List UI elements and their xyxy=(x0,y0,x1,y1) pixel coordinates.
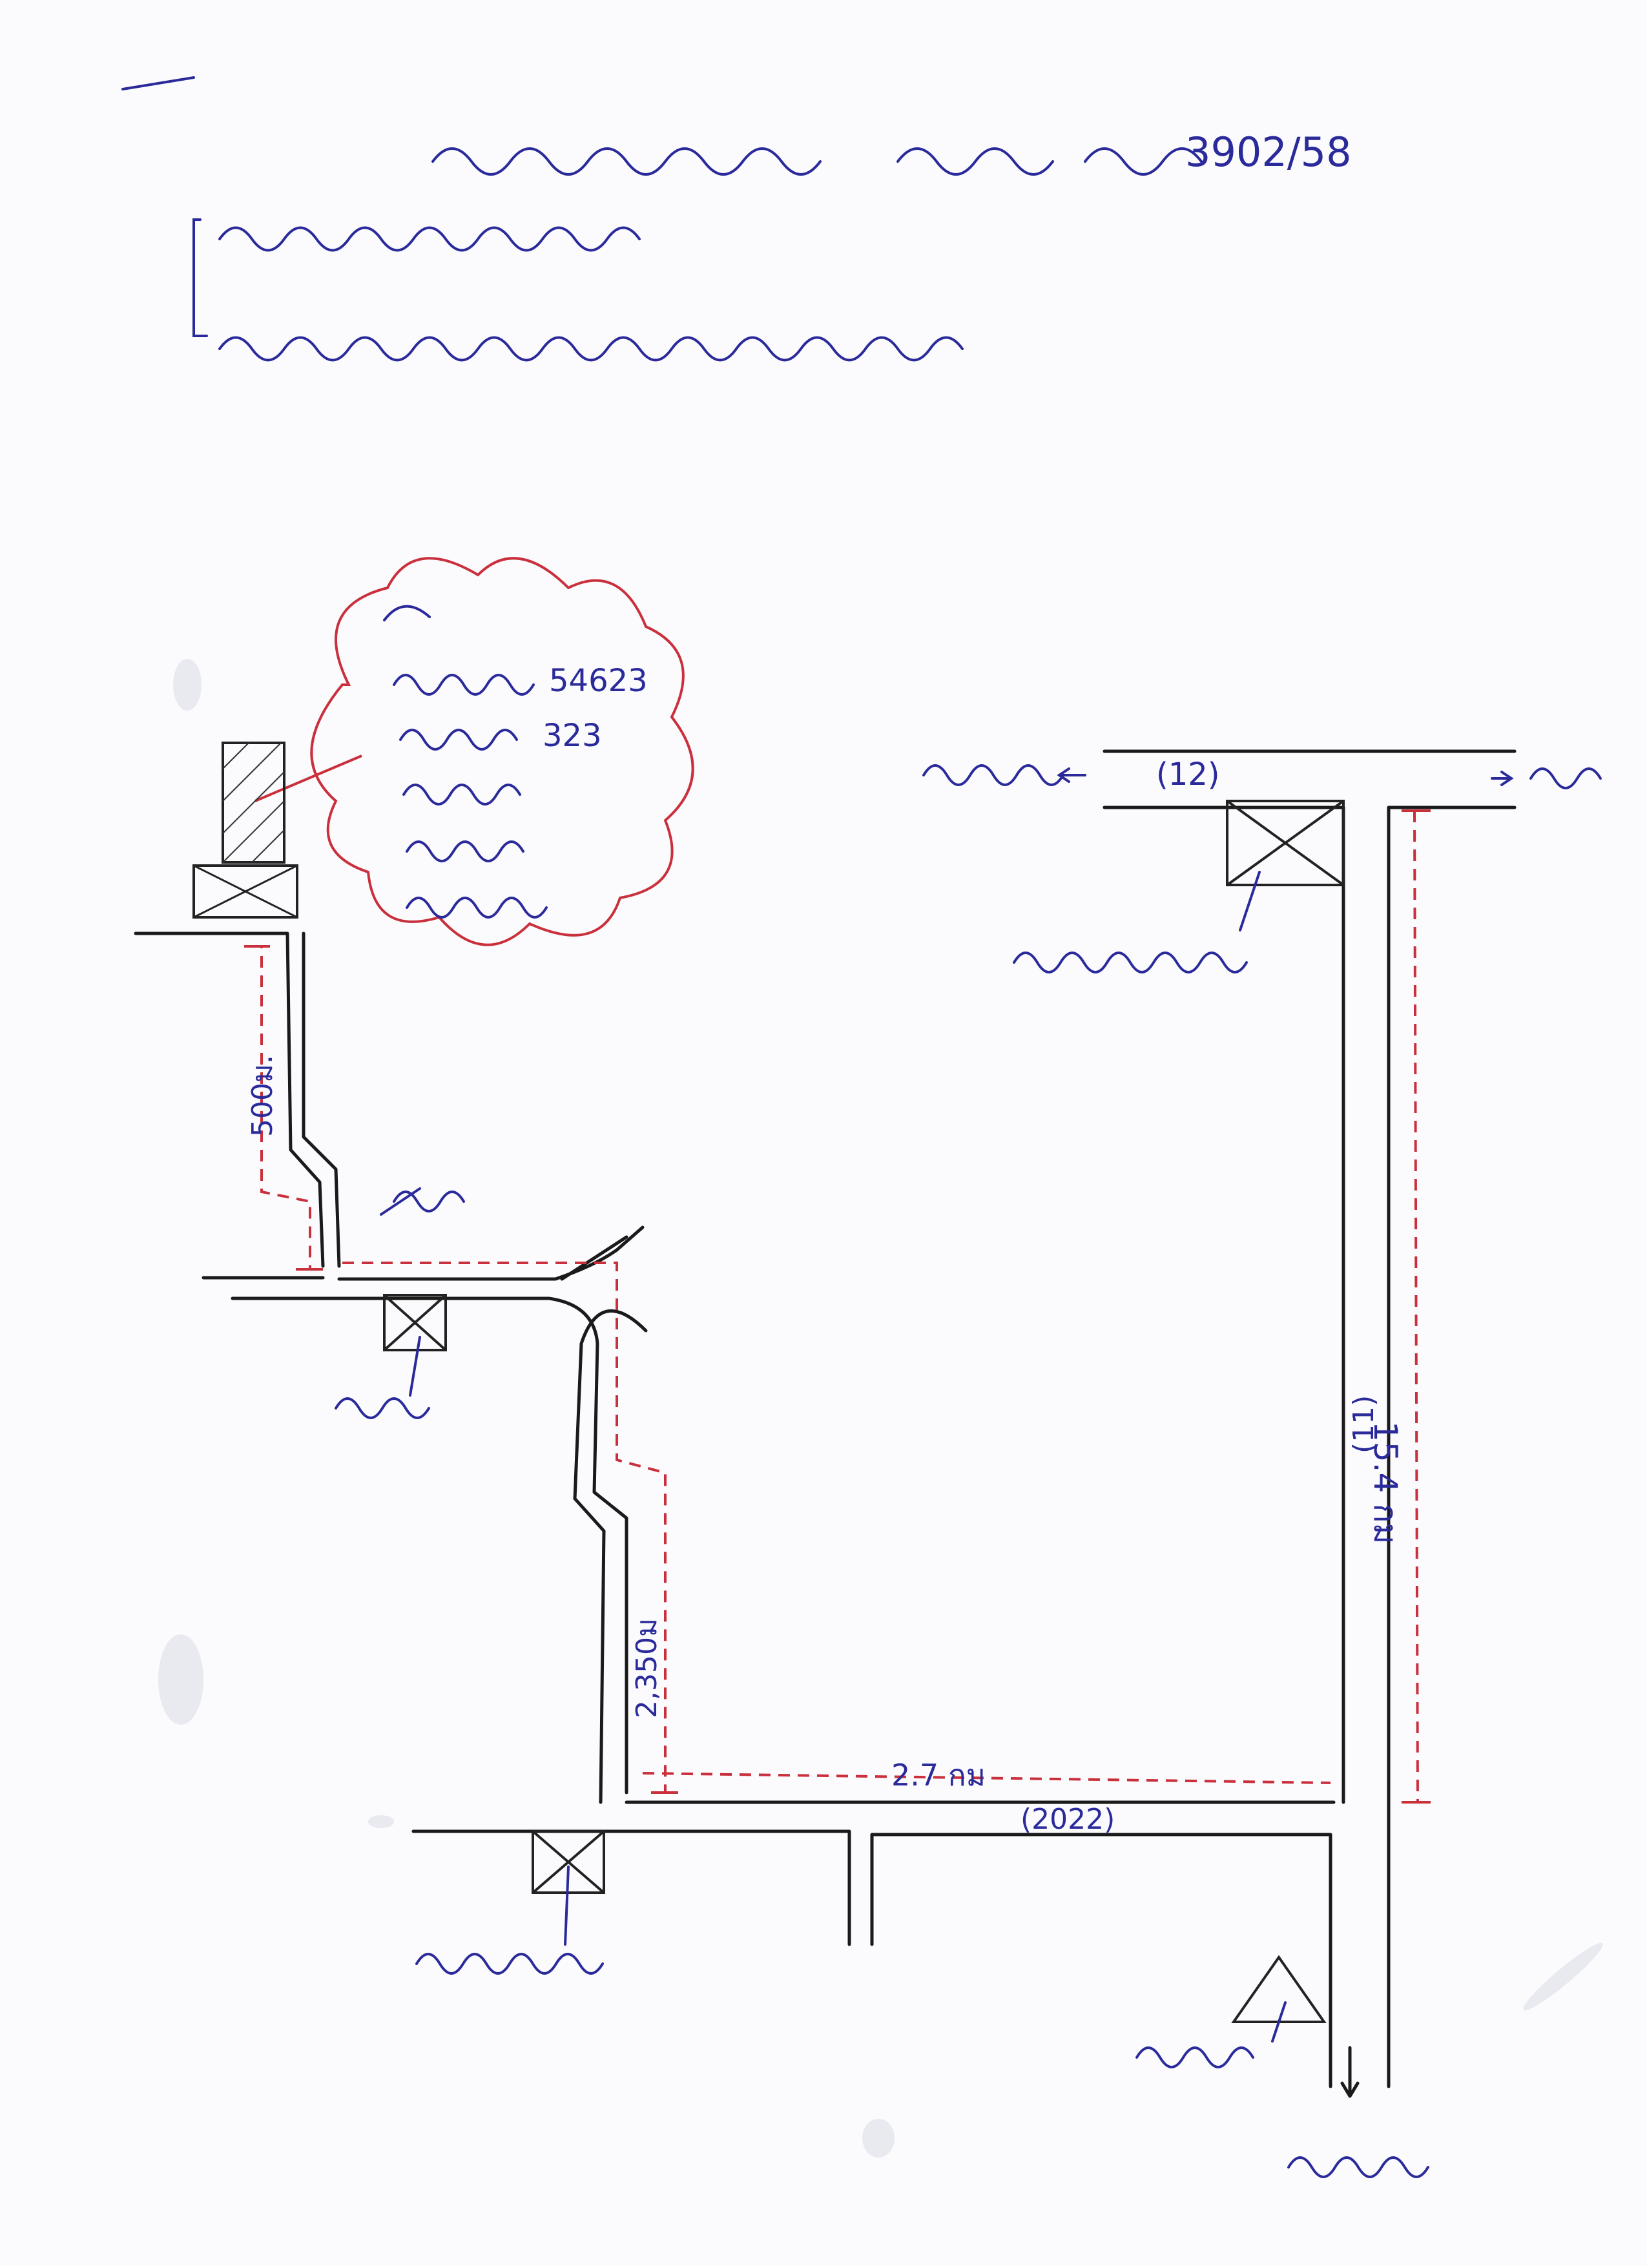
school-middle-icon xyxy=(383,1294,447,1351)
distance-500m-label: 500ม. xyxy=(246,1055,279,1137)
distance-ticks xyxy=(244,809,1431,1804)
distance-2350m-label: 2,350ม xyxy=(630,1618,663,1718)
road-network xyxy=(134,749,1517,2098)
landmark-handwriting xyxy=(335,764,1602,2178)
cloud-handwriting xyxy=(383,605,548,919)
case-number: 3902/58 xyxy=(1185,129,1352,176)
distance-measure-lines xyxy=(252,810,1419,1803)
header-handwriting xyxy=(121,76,1203,362)
target-house-icon xyxy=(192,742,298,919)
distance-15-4km-label: 15.4 กม xyxy=(1367,1421,1404,1545)
house-number: 323 xyxy=(543,718,602,754)
land-parcel-number: 54623 xyxy=(549,663,648,699)
temple-icon xyxy=(1231,1955,1327,2023)
callout-pointer xyxy=(254,754,362,802)
distance-2-7km-label: 2.7 กม xyxy=(891,1758,986,1793)
road-12-label: (12) xyxy=(1156,756,1220,793)
landmark-icons xyxy=(383,800,1345,2023)
road-top-left xyxy=(134,931,325,1268)
parcel-cloud-callout xyxy=(310,557,694,946)
road-2022-label: (2022) xyxy=(1020,1803,1115,1836)
school-top-right-icon xyxy=(1226,800,1345,886)
scan-smudges xyxy=(158,659,1603,2158)
